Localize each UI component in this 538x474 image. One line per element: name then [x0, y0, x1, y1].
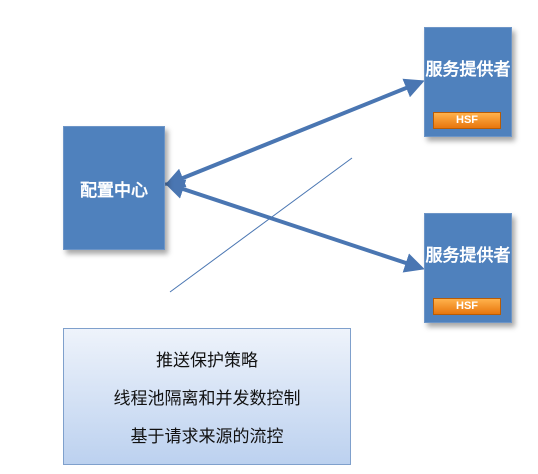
- feature-item: 线程池隔离和并发数控制: [113, 388, 301, 409]
- feature-item: 推送保护策略: [156, 350, 258, 371]
- thin-divider-line: [169, 157, 353, 293]
- hsf-badge: HSF: [433, 298, 501, 315]
- feature-item: 基于请求来源的流控: [130, 427, 284, 448]
- provider-label: 服务提供者: [425, 246, 511, 266]
- provider-label: 服务提供者: [425, 60, 511, 80]
- provider-box-2: 服务提供者 HSF: [424, 213, 512, 323]
- config-center-box: 配置中心: [63, 126, 165, 250]
- arrow-config-to-provider-1: [164, 78, 425, 188]
- config-center-label: 配置中心: [80, 180, 148, 201]
- provider-box-1: 服务提供者 HSF: [424, 27, 512, 137]
- features-box: 推送保护策略 线程池隔离和并发数控制 基于请求来源的流控: [63, 328, 351, 465]
- hsf-badge: HSF: [433, 112, 501, 129]
- arrow-config-to-provider-2: [164, 179, 425, 273]
